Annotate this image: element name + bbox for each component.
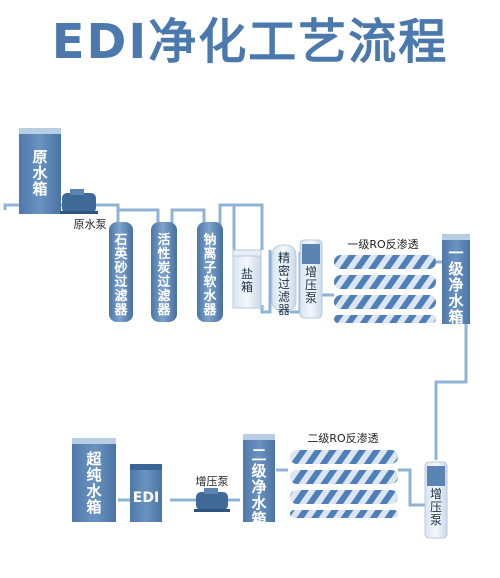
carbon-filter-label: 活性炭过滤器 (156, 232, 171, 318)
pipe (398, 468, 425, 507)
precision-filter: 精密过滤器 (271, 244, 297, 317)
salt-tank-label: 盐箱 (241, 267, 253, 294)
booster-pump-2: 增压泵 (424, 461, 448, 539)
ro1-membranes: 一级RO反渗透 (334, 237, 436, 323)
ultrapure-tank: 超纯水箱 (72, 438, 116, 522)
stage1-tank-label: 一级净水箱 (448, 244, 464, 326)
pipes-row-2 (118, 468, 425, 507)
precision-filter-label: 精密过滤器 (278, 251, 290, 317)
raw-tank-label: 原水箱 (32, 148, 48, 198)
page-title: EDI净化工艺流程 (51, 14, 449, 70)
ro2-membranes: 二级RO反渗透 (290, 431, 398, 518)
softener: 钠离子软水器 (197, 222, 223, 322)
raw-pump: 原水泵 (60, 189, 107, 231)
booster-pump-3-label: 增压泵 (196, 474, 229, 488)
pipe (260, 250, 272, 314)
sand-filter-label: 石英砂过滤器 (113, 233, 128, 318)
stage2-tank: 二级净水箱 (243, 434, 275, 528)
salt-tank: 盐箱 (232, 249, 262, 309)
booster-pump-1: 增压泵 (299, 239, 323, 319)
pipe (232, 203, 264, 250)
pipe (218, 203, 236, 250)
sand-filter: 石英砂过滤器 (109, 222, 133, 322)
edi-unit: EDI (130, 464, 162, 522)
stage1-tank: 一级净水箱 (442, 234, 470, 326)
booster-pump-3: 增压泵 (194, 474, 230, 512)
raw-water-tank: 原水箱 (19, 128, 61, 214)
edi-label: EDI (133, 490, 159, 506)
pipe (434, 320, 468, 460)
pipe (116, 208, 160, 225)
booster-pump-2-label: 增压泵 (430, 487, 442, 527)
softener-label: 钠离子软水器 (202, 232, 217, 318)
stage2-tank-label: 二级净水箱 (251, 446, 267, 528)
raw-pump-label: 原水泵 (74, 218, 107, 231)
pipe (170, 208, 206, 225)
ro2-label: 二级RO反渗透 (307, 431, 378, 445)
booster-pump-1-label: 增压泵 (305, 265, 317, 305)
ultrapure-tank-label: 超纯水箱 (85, 450, 102, 516)
carbon-filter: 活性炭过滤器 (151, 222, 177, 322)
ro1-label: 一级RO反渗透 (347, 237, 418, 251)
